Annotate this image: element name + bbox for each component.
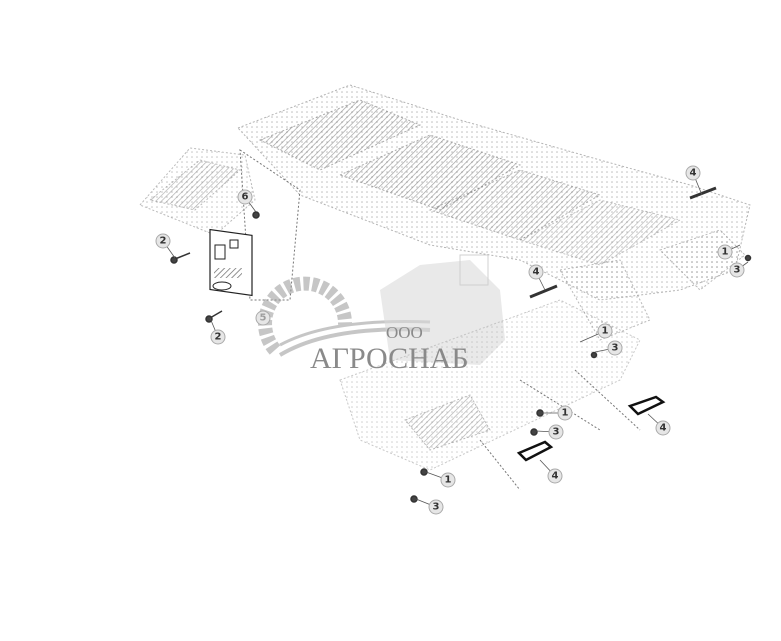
callout-16: 3 <box>415 498 444 515</box>
callout-bubble <box>548 424 564 440</box>
callout-bubble <box>547 468 563 484</box>
callout-bubble <box>210 329 226 345</box>
callout-label: 1 <box>445 475 452 486</box>
callout-9: 1 <box>579 323 613 343</box>
watermark-logo <box>258 254 505 365</box>
callout-label: 1 <box>562 408 569 419</box>
callout-bubble <box>655 420 671 436</box>
callout-2: 2 <box>155 233 176 259</box>
callout-bubble <box>685 165 701 181</box>
callout-7: 3 <box>729 261 749 278</box>
callout-15: 1 <box>425 471 456 488</box>
callout-label: 1 <box>602 326 609 337</box>
gaskets <box>516 395 666 462</box>
callout-10: 3 <box>594 340 623 356</box>
callout-label: 3 <box>553 427 560 438</box>
callout-label: 3 <box>734 265 741 276</box>
callout-bubble <box>557 405 573 421</box>
callout-label: 5 <box>260 313 267 324</box>
callout-label: 4 <box>690 168 697 179</box>
callout-bubble <box>440 472 456 488</box>
callout-bubble <box>428 499 444 515</box>
callout-3: 2 <box>209 317 226 345</box>
callout-bubble <box>155 233 171 249</box>
watermark-prefix: ООО <box>386 323 423 342</box>
callout-label: 4 <box>552 471 559 482</box>
callout-11: 1 <box>542 405 573 421</box>
callout-4: 5 <box>255 310 271 326</box>
callout-12: 3 <box>535 424 564 440</box>
callout-bubble <box>607 340 623 356</box>
callout-label: 6 <box>242 192 249 203</box>
callout-bubble <box>597 323 613 339</box>
callout-label: 3 <box>612 343 619 354</box>
callout-label: 4 <box>660 423 667 434</box>
callout-label: 2 <box>215 332 222 343</box>
callout-label: 1 <box>722 247 729 258</box>
callout-bubble <box>729 262 745 278</box>
callout-5: 4 <box>685 165 703 196</box>
callout-label: 4 <box>533 267 540 278</box>
callout-13: 4 <box>647 413 671 436</box>
callout-bubble <box>255 310 271 326</box>
machine-frame <box>139 84 751 491</box>
callout-bubble <box>237 189 253 205</box>
callout-1: 6 <box>237 189 257 213</box>
control-module <box>209 228 253 297</box>
callout-6: 1 <box>717 244 741 260</box>
callout-label: 3 <box>433 502 440 513</box>
callout-bubble <box>528 264 544 280</box>
watermark-brand: АГРОСНАБ <box>310 342 469 375</box>
callout-14: 4 <box>539 459 563 484</box>
callout-bubble <box>717 244 733 260</box>
callout-8: 4 <box>528 264 546 291</box>
callout-label: 2 <box>160 236 167 247</box>
